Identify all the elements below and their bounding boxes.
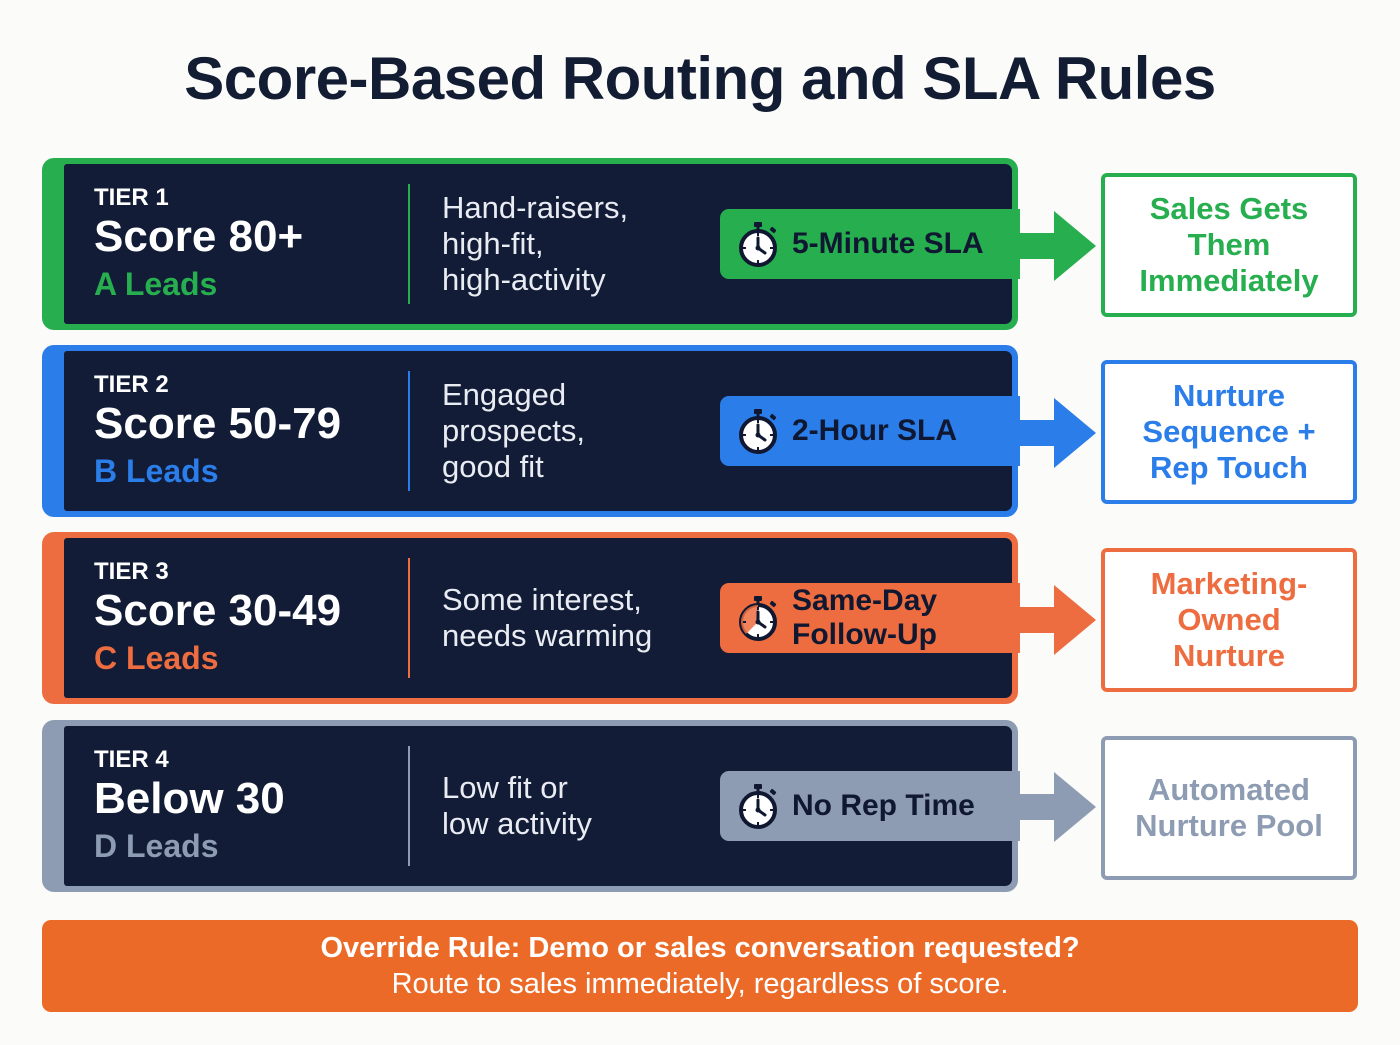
tier-divider: [408, 746, 410, 866]
tier-grade: D Leads: [94, 828, 219, 864]
sla-text: Same-Day Follow-Up: [792, 584, 937, 652]
description-line: Engaged: [442, 377, 567, 412]
tier-divider: [408, 558, 410, 678]
tier-card: TIER 2 Score 50-79 B Leads Engaged prosp…: [64, 351, 1020, 511]
outcome-line: Nurture Pool: [1135, 808, 1323, 843]
tier-score: Score 50-79: [94, 399, 342, 448]
sla-badge: 5-Minute SLA: [720, 209, 1020, 279]
description-line: Hand-raisers,: [442, 190, 629, 225]
sla-line: No Rep Time: [792, 789, 975, 822]
sla-line: 2-Hour SLA: [792, 414, 957, 447]
outcome-box: Marketing- Owned Nurture: [1101, 548, 1357, 692]
outcome-line: Them: [1187, 227, 1271, 262]
description-line: needs warming: [442, 618, 653, 653]
tier-label: TIER 1: [94, 184, 169, 211]
override-body: Route to sales immediately, regardless o…: [391, 968, 1009, 1000]
outcome-line: Nurture: [1173, 378, 1285, 413]
description-line: high-activity: [442, 262, 606, 297]
tier-label: TIER 3: [94, 558, 169, 585]
tier-description: Low fit or low activity: [442, 726, 712, 886]
outcome-line: Automated: [1148, 772, 1310, 807]
description-line: high-fit,: [442, 226, 544, 261]
sla-text: 5-Minute SLA: [792, 227, 984, 261]
tier-row: TIER 4 Below 30 D Leads Low fit or low a…: [42, 720, 1020, 892]
outcome-line: Rep Touch: [1150, 450, 1308, 485]
tier-label: TIER 4: [94, 746, 169, 773]
description-line: Low fit or: [442, 770, 568, 805]
tier-row: TIER 1 Score 80+ A Leads Hand-raisers, h…: [42, 158, 1020, 330]
outcome-box: Sales Gets Them Immediately: [1101, 173, 1357, 317]
tier-description: Hand-raisers, high-fit, high-activity: [442, 164, 712, 324]
override-heading: Override Rule: Demo or sales conversatio…: [320, 932, 1080, 964]
arrow-right-icon: [1018, 398, 1096, 468]
stopwatch-icon: [739, 409, 777, 454]
tier-description: Some interest, needs warming: [442, 538, 712, 698]
sla-badge: Same-Day Follow-Up: [720, 583, 1020, 653]
stopwatch-icon: [739, 222, 777, 267]
sla-line: Same-Day: [792, 584, 938, 617]
outcome-line: Marketing-: [1150, 566, 1308, 601]
description-line: Some interest,: [442, 582, 642, 617]
sla-line: 5-Minute SLA: [792, 227, 984, 260]
stopwatch-icon: [739, 784, 777, 829]
sla-badge: No Rep Time: [720, 771, 1020, 841]
sla-text: No Rep Time: [792, 789, 975, 823]
description-line: prospects,: [442, 413, 586, 448]
arrow-right-icon: [1018, 585, 1096, 655]
tier-card: TIER 1 Score 80+ A Leads Hand-raisers, h…: [64, 164, 1020, 324]
outcome-box: Nurture Sequence + Rep Touch: [1101, 360, 1357, 504]
stopwatch-icon: [739, 596, 777, 641]
sla-line: Follow-Up: [792, 618, 937, 651]
tier-grade: C Leads: [94, 640, 219, 676]
tier-card: TIER 4 Below 30 D Leads Low fit or low a…: [64, 726, 1020, 886]
outcome-line: Owned: [1177, 602, 1281, 637]
arrow-right-icon: [1018, 772, 1096, 842]
tier-grade: A Leads: [94, 266, 218, 302]
tier-grade: B Leads: [94, 453, 219, 489]
page-title: Score-Based Routing and SLA Rules: [184, 45, 1216, 112]
sla-badge: 2-Hour SLA: [720, 396, 1020, 466]
tier-score: Score 30-49: [94, 586, 342, 635]
description-line: low activity: [442, 806, 592, 841]
outcome-line: Nurture: [1173, 638, 1285, 673]
tier-row: TIER 3 Score 30-49 C Leads Some interest…: [42, 532, 1020, 704]
outcome-line: Sales Gets: [1149, 191, 1309, 226]
arrow-right-icon: [1018, 211, 1096, 281]
tier-description: Engaged prospects, good fit: [442, 351, 712, 511]
tier-score: Score 80+: [94, 212, 304, 261]
tier-label: TIER 2: [94, 371, 169, 398]
tier-score: Below 30: [94, 774, 285, 823]
tier-divider: [408, 371, 410, 491]
outcome-line: Sequence +: [1142, 414, 1316, 449]
tier-card: TIER 3 Score 30-49 C Leads Some interest…: [64, 538, 1020, 698]
tier-row: TIER 2 Score 50-79 B Leads Engaged prosp…: [42, 345, 1020, 517]
sla-text: 2-Hour SLA: [792, 414, 957, 448]
override-rule-banner: Override Rule: Demo or sales conversatio…: [42, 920, 1358, 1012]
description-line: good fit: [442, 449, 544, 484]
tier-divider: [408, 184, 410, 304]
outcome-line: Immediately: [1139, 263, 1319, 298]
outcome-box: Automated Nurture Pool: [1101, 736, 1357, 880]
